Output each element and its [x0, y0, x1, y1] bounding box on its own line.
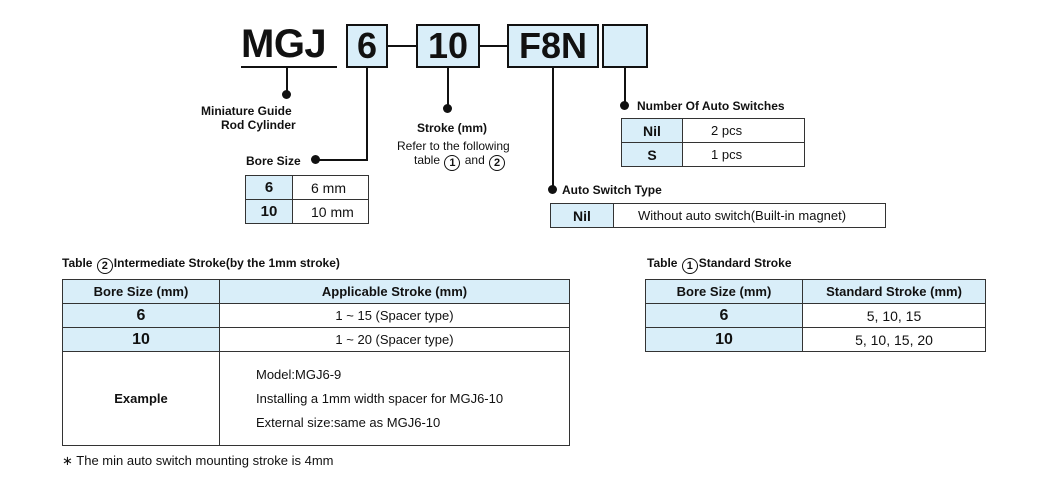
- leader-count-dot: [620, 101, 629, 110]
- table1-number-icon: 1: [681, 258, 698, 274]
- table2-number-icon: 2: [96, 258, 113, 274]
- table-row: 6 6 mm: [245, 175, 369, 200]
- count-code-box: [602, 24, 648, 68]
- table-row: 10 10 mm: [245, 199, 369, 224]
- stroke-note-table: table: [414, 153, 441, 167]
- bore-size-title: Bore Size: [246, 154, 301, 168]
- table-row: Nil Without auto switch(Built-in magnet): [550, 203, 886, 228]
- leader-switch-dot: [548, 185, 557, 194]
- leader-bore-vertical: [366, 68, 368, 161]
- table-row: Nil 2 pcs: [621, 118, 805, 143]
- example-line: Installing a 1mm width spacer for MGJ6-1…: [256, 390, 504, 406]
- stroke-note-and: and: [464, 153, 485, 167]
- table2-title-prefix: Table: [62, 256, 93, 270]
- product-name-line1: Miniature Guide: [201, 104, 292, 118]
- leader-stroke: [447, 68, 449, 108]
- column-header: Standard Stroke (mm): [802, 279, 986, 304]
- leader-stroke-dot: [443, 104, 452, 113]
- stroke-cell: 5, 10, 15, 20: [802, 327, 986, 352]
- num-switch-code-cell: S: [621, 142, 683, 167]
- bore-code-box: 6: [346, 24, 388, 68]
- stroke-cell: 1 ~ 15 (Spacer type): [219, 303, 570, 328]
- num-switch-value-cell: 2 pcs: [682, 118, 805, 143]
- switch-type-code-cell: Nil: [550, 203, 614, 228]
- stroke-note-line2: table 1 and 2: [414, 153, 506, 171]
- stroke-cell: 1 ~ 20 (Spacer type): [219, 327, 570, 352]
- leader-count-vertical: [624, 68, 626, 108]
- stroke-note-line1: Refer to the following: [397, 139, 510, 153]
- switch-type-value-cell: Without auto switch(Built-in magnet): [613, 203, 886, 228]
- table-header-row: Bore Size (mm) Standard Stroke (mm): [645, 279, 986, 304]
- switch-type-table: Nil Without auto switch(Built-in magnet): [550, 203, 886, 228]
- bore-cell: 6: [645, 303, 803, 328]
- product-name-line2: Rod Cylinder: [221, 118, 296, 132]
- series-code: MGJ: [241, 22, 327, 66]
- num-switch-table: Nil 2 pcs S 1 pcs: [621, 118, 805, 167]
- footnote: ∗ The min auto switch mounting stroke is…: [62, 453, 334, 468]
- example-line: External size:same as MGJ6-10: [256, 414, 441, 430]
- table1-title-text: Standard Stroke: [698, 256, 792, 270]
- table-row: 10 1 ~ 20 (Spacer type): [62, 327, 570, 352]
- switch-type-title: Auto Switch Type: [562, 183, 662, 197]
- bore-cell: 10: [62, 327, 220, 352]
- column-header: Bore Size (mm): [645, 279, 803, 304]
- num-switch-value-cell: 1 pcs: [682, 142, 805, 167]
- table2-ref-icon: 2: [489, 155, 506, 171]
- leader-switch: [552, 68, 554, 190]
- example-label: Example: [62, 351, 220, 446]
- table2-title-text: Intermediate Stroke(by the 1mm stroke): [113, 256, 340, 270]
- stroke-code-box: 10: [416, 24, 480, 68]
- table1-ref-icon: 1: [444, 155, 461, 171]
- leader-bore-dot: [311, 155, 320, 164]
- leader-series-dot: [282, 90, 291, 99]
- dash-1: [388, 45, 416, 47]
- bore-value-cell: 10 mm: [292, 199, 369, 224]
- bore-code-cell: 10: [245, 199, 293, 224]
- num-switch-code-cell: Nil: [621, 118, 683, 143]
- bore-value-cell: 6 mm: [292, 175, 369, 200]
- stroke-title: Stroke (mm): [417, 121, 488, 135]
- table-row: 6 1 ~ 15 (Spacer type): [62, 303, 570, 328]
- table-row: S 1 pcs: [621, 142, 805, 167]
- table-row: 10 5, 10, 15, 20: [645, 327, 986, 352]
- bore-cell: 10: [645, 327, 803, 352]
- table-row: 6 5, 10, 15: [645, 303, 986, 328]
- column-header: Applicable Stroke (mm): [219, 279, 570, 304]
- table1-title-prefix: Table: [647, 256, 678, 270]
- standard-stroke-table: Bore Size (mm) Standard Stroke (mm) 6 5,…: [645, 279, 986, 352]
- stroke-cell: 5, 10, 15: [802, 303, 986, 328]
- bore-code-cell: 6: [245, 175, 293, 200]
- bore-size-table: 6 6 mm 10 10 mm: [245, 175, 369, 224]
- intermediate-stroke-table: Bore Size (mm) Applicable Stroke (mm) 6 …: [62, 279, 570, 446]
- column-header: Bore Size (mm): [62, 279, 220, 304]
- example-content: Model:MGJ6-9 Installing a 1mm width spac…: [219, 351, 570, 446]
- bore-cell: 6: [62, 303, 220, 328]
- num-switch-title: Number Of Auto Switches: [637, 99, 785, 113]
- series-underline: [241, 66, 337, 68]
- dash-2: [480, 45, 507, 47]
- example-row: Example Model:MGJ6-9 Installing a 1mm wi…: [62, 351, 570, 446]
- example-line: Model:MGJ6-9: [256, 366, 342, 382]
- switch-code-box: F8N: [507, 24, 599, 68]
- leader-series: [286, 68, 288, 94]
- table-header-row: Bore Size (mm) Applicable Stroke (mm): [62, 279, 570, 304]
- leader-bore-horizontal: [316, 159, 368, 161]
